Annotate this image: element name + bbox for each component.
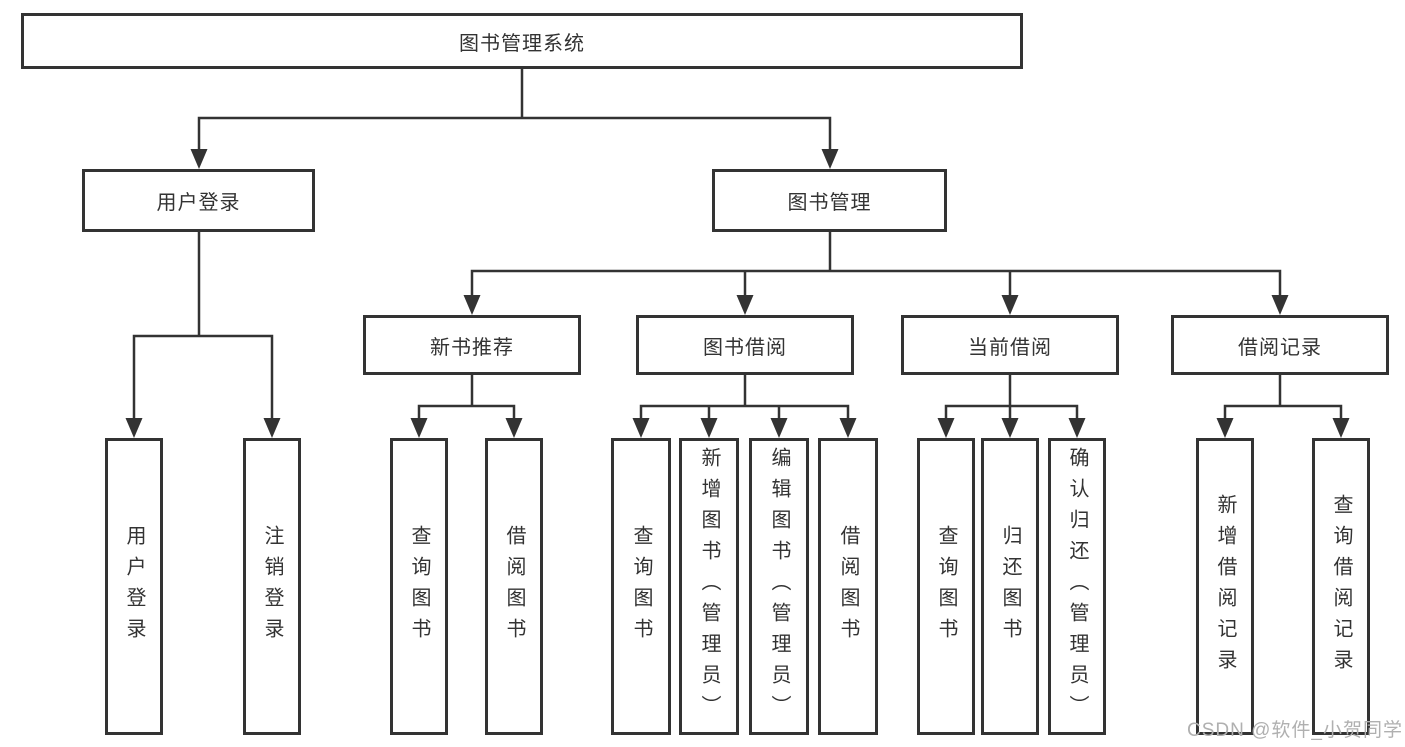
connector-root-to-level2	[190, 67, 839, 169]
leaf-logout: 注销登录	[243, 438, 301, 735]
node-label: 查询图书	[408, 524, 430, 649]
watermark: CSDN @软件_小贺同学	[1187, 720, 1403, 741]
node-current-borrow: 当前借阅	[901, 315, 1119, 375]
node-label: 借阅图书	[837, 524, 859, 649]
node-new-book-recommend: 新书推荐	[363, 315, 581, 375]
connector-user-login-to-leaves	[125, 230, 281, 438]
node-label: 图书借阅	[703, 336, 787, 359]
node-label: 确认归还（管理员）	[1066, 447, 1088, 726]
node-label: 归还图书	[999, 524, 1021, 649]
connector-book-borrow-to-leaves	[632, 373, 857, 438]
node-label: 当前借阅	[968, 336, 1052, 359]
node-label: 用户登录	[123, 524, 145, 649]
node-label: 注销登录	[261, 524, 283, 649]
node-label: 新增借阅记录	[1214, 493, 1236, 680]
node-label: 新书推荐	[430, 336, 514, 359]
leaf-edit-books-admin: 编辑图书（管理员）	[749, 438, 809, 735]
node-label: 编辑图书（管理员）	[768, 447, 790, 726]
leaf-return-books: 归还图书	[981, 438, 1039, 735]
node-label: 图书管理	[787, 192, 872, 214]
node-user-login: 用户登录	[82, 169, 315, 232]
node-borrow-records: 借阅记录	[1171, 315, 1389, 375]
leaf-add-borrow-record: 新增借阅记录	[1196, 438, 1254, 735]
node-book-borrow: 图书借阅	[636, 315, 854, 375]
leaf-confirm-return-admin: 确认归还（管理员）	[1048, 438, 1106, 735]
leaf-query-books-1: 查询图书	[390, 438, 448, 735]
leaf-user-login: 用户登录	[105, 438, 163, 735]
connector-book-mgmt-to-level3	[463, 230, 1289, 315]
leaf-query-books-2: 查询图书	[611, 438, 671, 735]
leaf-add-books-admin: 新增图书（管理员）	[679, 438, 739, 735]
leaf-query-borrow-record: 查询借阅记录	[1312, 438, 1370, 735]
leaf-query-books-3: 查询图书	[917, 438, 975, 735]
node-label: 图书管理系统	[459, 32, 585, 55]
connector-borrow-records-to-leaves	[1216, 373, 1350, 438]
node-label: 查询借阅记录	[1330, 493, 1352, 680]
node-label: 借阅图书	[503, 524, 525, 649]
leaf-borrow-books-2: 借阅图书	[818, 438, 878, 735]
connector-current-borrow-to-leaves	[937, 373, 1086, 438]
leaf-borrow-books-1: 借阅图书	[485, 438, 543, 735]
node-label: 查询图书	[630, 524, 652, 649]
node-label: 用户登录	[156, 192, 241, 214]
node-label: 新增图书（管理员）	[698, 447, 720, 726]
node-label: 借阅记录	[1238, 336, 1322, 359]
node-label: 查询图书	[935, 524, 957, 649]
connector-new-books-to-leaves	[410, 373, 523, 438]
node-book-management: 图书管理	[712, 169, 947, 232]
node-root-system: 图书管理系统	[21, 13, 1023, 69]
